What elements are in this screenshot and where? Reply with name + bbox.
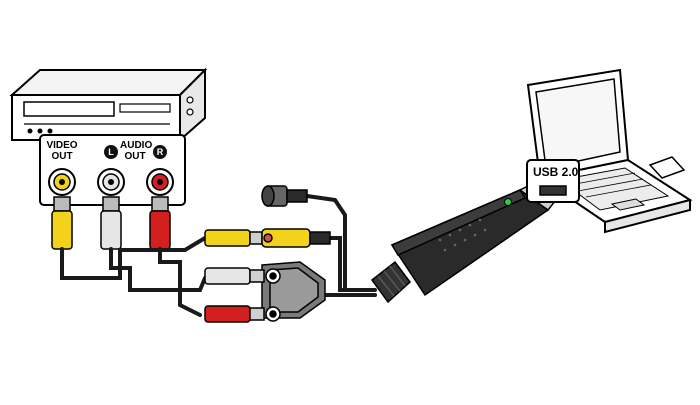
red-plug-vcr [149, 196, 171, 250]
audio-right-jack [146, 168, 174, 196]
red-plug-audio [204, 305, 281, 323]
white-plug-vcr [100, 196, 122, 250]
vcr-cables [60, 236, 207, 317]
yellow-rca-coupler [204, 228, 331, 248]
usb-capture-device [370, 179, 562, 304]
white-plug-audio [204, 267, 281, 285]
s-video-connector [261, 185, 308, 207]
left-channel-badge: L [104, 145, 118, 159]
audio-left-jack [97, 168, 125, 196]
usb-label: USB 2.0 [533, 165, 579, 179]
audio-out-label: AUDIO OUT [120, 140, 153, 162]
status-led [504, 198, 512, 206]
right-channel-badge: R [153, 145, 167, 159]
yellow-plug-vcr [51, 196, 73, 250]
vcr-device [9, 67, 208, 143]
video-out-label: VIDEO OUT [46, 140, 78, 162]
laptop-usb-port [526, 159, 580, 203]
video-out-jack [48, 168, 76, 196]
laptop [526, 68, 693, 234]
capture-cable [298, 193, 377, 297]
